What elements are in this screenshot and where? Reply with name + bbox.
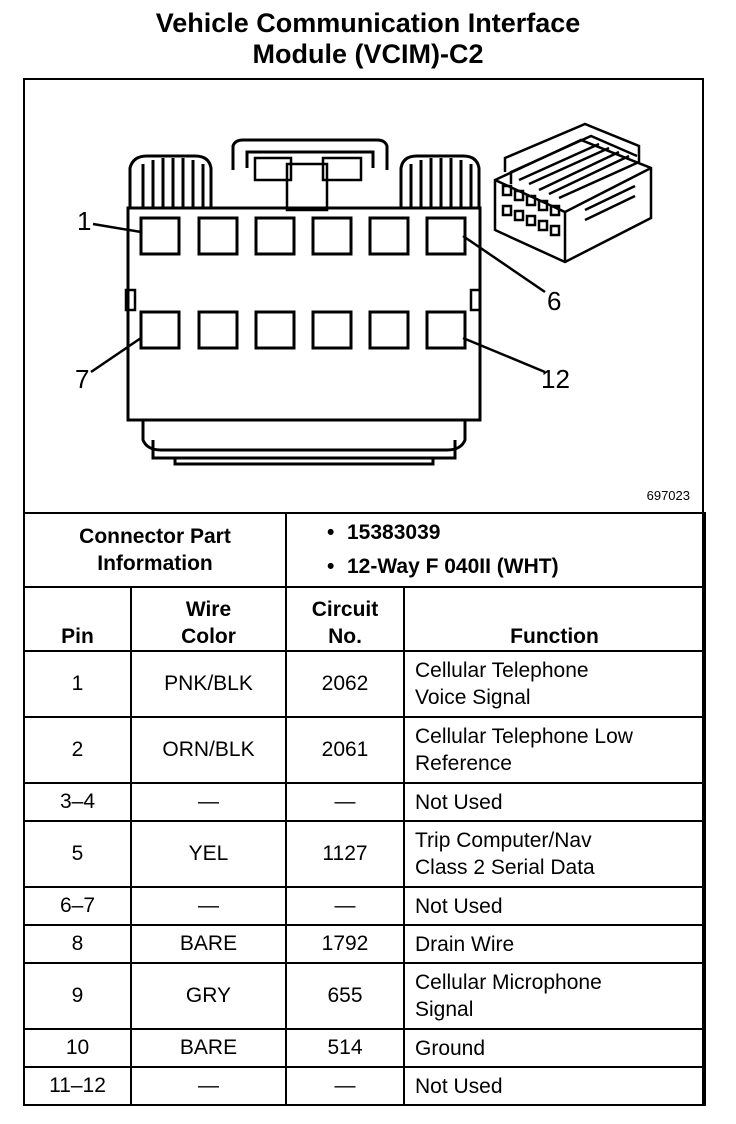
table-row: 11–12 — — Not Used (23, 1066, 706, 1106)
figure-reference-number: 697023 (646, 488, 690, 503)
connector-part-info-row: Connector Part Information •15383039 •12… (23, 512, 706, 588)
title-line-2: Module (VCIM)-C2 (252, 39, 484, 69)
connector-description: 12-Way F 040II (WHT) (347, 555, 559, 578)
pin-leader-lines (90, 222, 546, 374)
table-row: 10 BARE 514 Ground (23, 1028, 706, 1068)
part-number: 15383039 (347, 521, 441, 544)
connector-pinout-table: Connector Part Information •15383039 •12… (23, 512, 706, 1106)
title-line-1: Vehicle Communication Interface (155, 8, 581, 38)
connector-ribs (141, 158, 473, 208)
header-pin: Pin (23, 586, 132, 652)
connector-drawing: 1 6 7 12 (75, 122, 653, 466)
pin-cavities-row-top (139, 216, 467, 256)
table-row: 6–7 — — Not Used (23, 886, 706, 926)
connector-diagram: 1 6 7 12 697023 (25, 80, 702, 512)
connector-part-info-values: •15383039 •12-Way F 040II (WHT) (285, 512, 706, 588)
header-function: Function (403, 586, 706, 652)
pin-cavities-row-bottom (139, 310, 467, 350)
label-pin-12: 12 (541, 364, 570, 394)
connector-part-info-label: Connector Part Information (23, 512, 287, 588)
table-row: 3–4 — — Not Used (23, 782, 706, 822)
connector-face (124, 138, 482, 466)
label-pin-7: 7 (75, 364, 89, 394)
connector-isometric-view (493, 122, 653, 264)
label-pin-1: 1 (77, 206, 91, 236)
label-pin-6: 6 (547, 286, 561, 316)
table-row: 8 BARE 1792 Drain Wire (23, 924, 706, 964)
page-title: Vehicle Communication Interface Module (… (0, 8, 736, 70)
